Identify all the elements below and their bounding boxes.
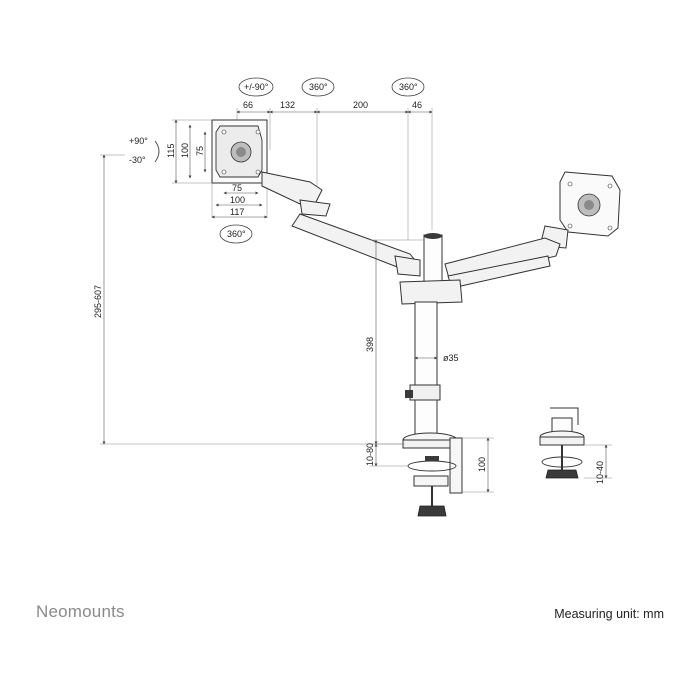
dim-seg1: 66 <box>243 100 253 110</box>
badge-swivel-right-label: 360° <box>399 82 418 92</box>
brand-logo-text: Neomounts <box>36 602 125 621</box>
dim-seg3: 200 <box>353 100 368 110</box>
dim-grommet-range: 10-40 <box>595 461 605 484</box>
rotation-badge-plate: 360° <box>219 224 253 244</box>
grommet-mount <box>539 407 585 479</box>
dim-vesa-w-100: 100 <box>230 195 245 205</box>
clamp-dimensions: 10-80 100 <box>365 437 494 493</box>
height-range-dimension: 295-607 <box>93 154 405 445</box>
dim-vesa-h-100: 100 <box>180 143 190 158</box>
arm-reach-dimensions: 66 132 200 46 <box>236 100 433 240</box>
badge-swivel-mid-label: 360° <box>309 82 328 92</box>
badge-tilt-label: +/-90° <box>244 82 269 92</box>
dim-seg4: 46 <box>412 100 422 110</box>
left-arm <box>261 171 421 277</box>
left-vesa-plate <box>211 119 268 184</box>
rotation-badge-swivel-right: 360° <box>391 77 425 97</box>
dim-vesa-h-115: 115 <box>166 144 176 158</box>
vesa-height-dimensions: 115 100 75 <box>166 119 212 184</box>
tilt-down-label: -30° <box>129 155 146 165</box>
desk-clamp <box>402 432 463 517</box>
rotation-badge-swivel-mid: 360° <box>301 77 335 97</box>
vesa-width-dimensions: 75 100 117 <box>211 183 268 219</box>
dim-clamp-height: 100 <box>477 457 487 472</box>
right-vesa-plate <box>559 171 621 237</box>
dim-desk-clamp: 10-80 <box>365 443 375 466</box>
pole-assembly <box>399 233 463 443</box>
grommet-dimensions: 10-40 <box>584 444 612 484</box>
pole-dimensions: 398 ø35 <box>365 239 459 445</box>
dim-vesa-h-75: 75 <box>195 146 205 156</box>
dim-pole-diameter: ø35 <box>443 353 459 363</box>
dim-height-range: 295-607 <box>93 285 103 318</box>
dim-seg2: 132 <box>280 100 295 110</box>
tilt-up-label: +90° <box>129 136 148 146</box>
dim-vesa-w-117: 117 <box>230 207 244 217</box>
dim-pole-height: 398 <box>365 337 375 352</box>
tilt-indicator: +90° -30° <box>129 136 160 165</box>
right-arm <box>444 225 569 289</box>
rotation-badge-tilt: +/-90° <box>238 77 274 97</box>
measuring-unit-note: Measuring unit: mm <box>554 607 664 621</box>
dim-vesa-w-75: 75 <box>232 183 242 193</box>
badge-plate-label: 360° <box>227 229 246 239</box>
